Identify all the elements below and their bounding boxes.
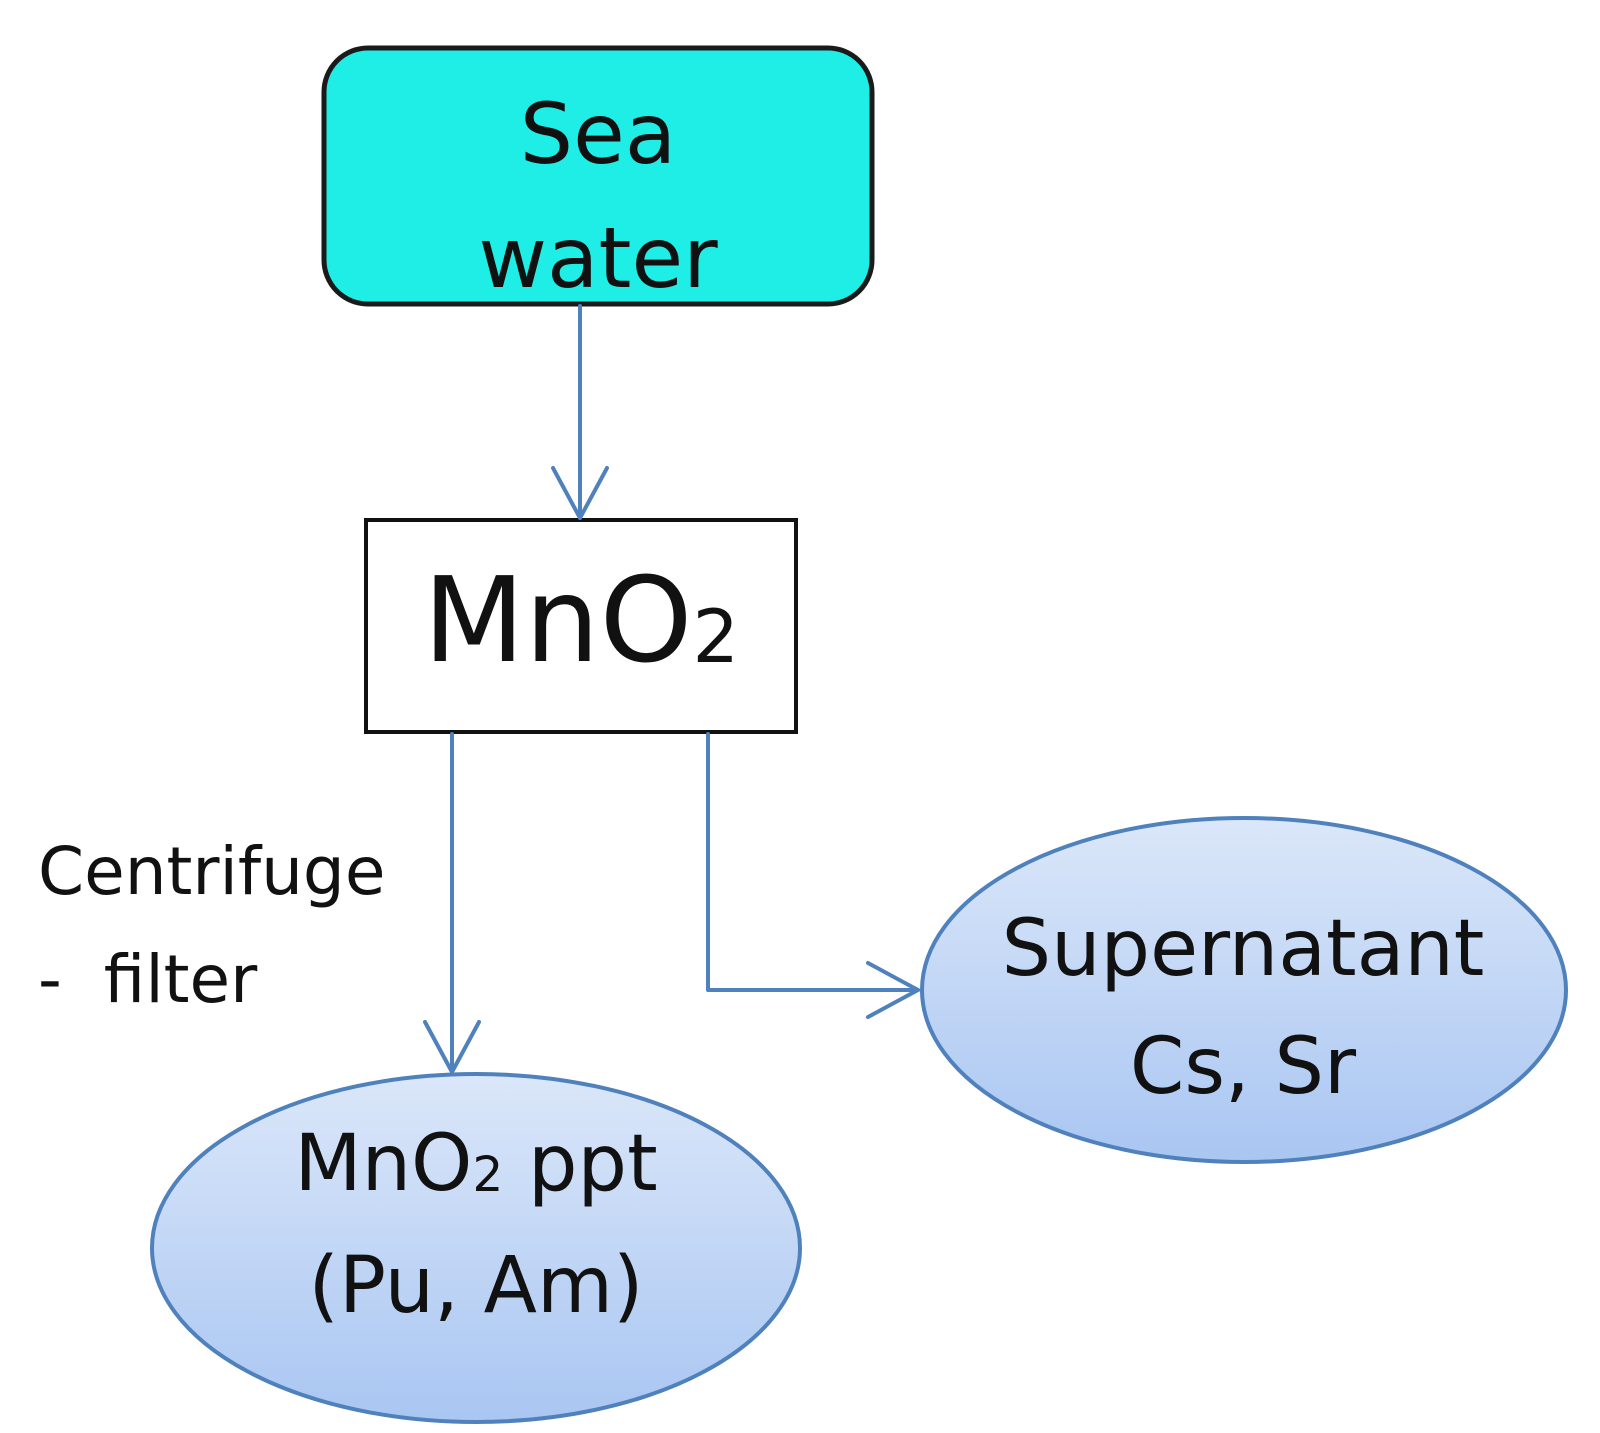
edge-label-line2: - filter [38, 941, 258, 1018]
ppt-label-main: MnO [294, 1119, 473, 1209]
mno2-label: MnO2 [366, 560, 796, 697]
ppt-label-subscript: 2 [472, 1146, 504, 1203]
seawater-label-line1: Sea [519, 85, 677, 183]
supernatant-label-line1: Supernatant [1001, 904, 1485, 994]
ppt-label: MnO2 ppt (Pu, Am) [150, 1108, 802, 1342]
mno2-label-subscript: 2 [692, 595, 740, 681]
supernatant-label-line2: Cs, Sr [1129, 1022, 1357, 1112]
ppt-label-line2: (Pu, Am) [308, 1241, 644, 1331]
arrow-mno2-to-supernatant [706, 732, 920, 1019]
seawater-label: Sea water [324, 72, 872, 320]
supernatant-label: Supernatant Cs, Sr [918, 890, 1568, 1126]
mno2-label-main: MnO [422, 551, 693, 689]
arrow-seawater-to-mno2 [551, 304, 609, 520]
ppt-label-line1: MnO2 ppt [150, 1108, 802, 1230]
edge-label-centrifuge: Centrifuge - filter [38, 818, 385, 1034]
seawater-node [321, 45, 875, 307]
mno2-node [364, 518, 798, 734]
ppt-node [150, 1072, 802, 1424]
edge-label-line1: Centrifuge [38, 833, 386, 910]
supernatant-node [920, 816, 1568, 1164]
ppt-label-rest: ppt [503, 1119, 658, 1209]
arrow-mno2-to-ppt [423, 732, 481, 1074]
seawater-label-line2: water [478, 209, 718, 307]
